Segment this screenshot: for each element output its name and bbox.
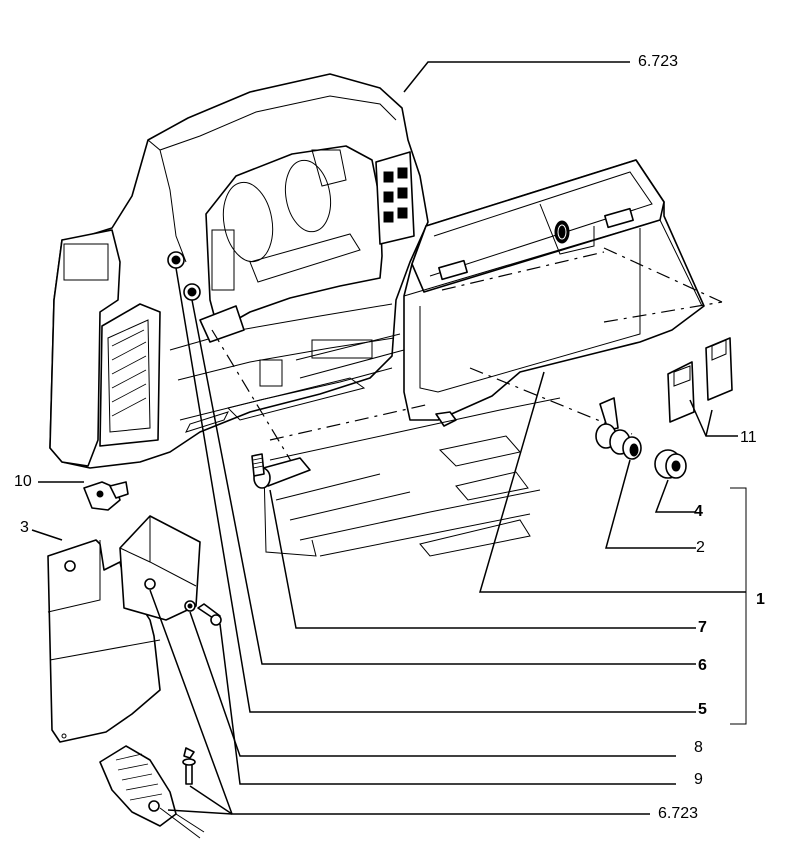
- hinge-pin-part: [251, 453, 311, 489]
- lower-mechanism: [99, 745, 205, 839]
- label-9: 9: [694, 771, 703, 788]
- label-1: 1: [756, 591, 765, 608]
- glove-box-door: [403, 159, 705, 427]
- dashboard-shell: [49, 73, 429, 469]
- part-labels: 6.723 10 3 11 4 2 1 7 6 5 8 9 6.723: [14, 53, 765, 822]
- lock-cylinder-part: [595, 397, 642, 460]
- label-ref-bottom: 6.723: [658, 805, 698, 822]
- label-10: 10: [14, 473, 32, 490]
- label-3: 3: [20, 519, 29, 536]
- rubber-buffer-part: [667, 337, 733, 423]
- label-7: 7: [698, 619, 707, 636]
- bushing-part: [654, 449, 687, 479]
- assembly-lines: [211, 247, 723, 477]
- label-ref-top: 6.723: [638, 53, 678, 70]
- bracket-part: [47, 515, 222, 743]
- plug-part: [83, 481, 129, 511]
- leader-lines: [31, 61, 747, 815]
- label-8: 8: [694, 739, 703, 756]
- label-6: 6: [698, 657, 707, 674]
- label-4: 4: [694, 503, 703, 520]
- label-2: 2: [696, 539, 705, 556]
- label-11: 11: [740, 429, 757, 446]
- door-ghost-outline: [227, 333, 561, 557]
- label-5: 5: [698, 701, 707, 718]
